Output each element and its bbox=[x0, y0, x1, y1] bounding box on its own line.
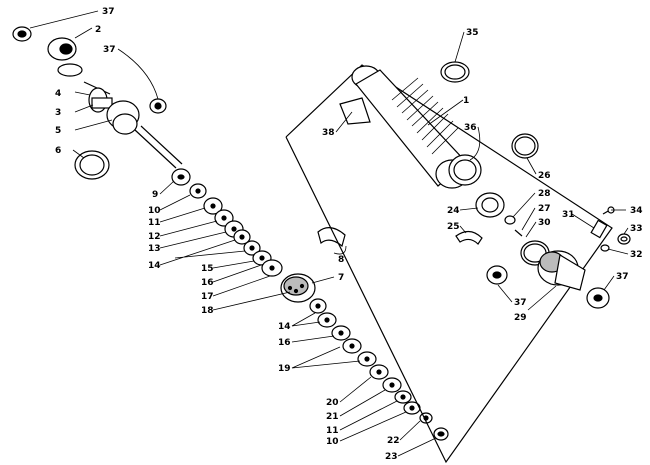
shock-body-assembly bbox=[285, 61, 631, 464]
label-37-d: 37 bbox=[616, 272, 629, 282]
label-9: 9 bbox=[152, 190, 158, 200]
label-27: 27 bbox=[538, 204, 551, 214]
label-37-a: 37 bbox=[102, 7, 115, 17]
washer-stack-upper bbox=[189, 183, 283, 277]
part-25-snap-ring bbox=[455, 230, 483, 245]
assembly-bracket-line bbox=[285, 64, 613, 464]
part-5-rod-body bbox=[106, 100, 140, 135]
label-24: 24 bbox=[447, 206, 460, 216]
label-10: 10 bbox=[148, 206, 161, 216]
part-26-o-ring bbox=[511, 133, 539, 159]
part-8-piston-ring bbox=[317, 227, 346, 248]
label-25: 25 bbox=[447, 222, 460, 232]
label-5: 5 bbox=[55, 126, 61, 136]
label-13: 13 bbox=[148, 244, 161, 254]
label-11: 11 bbox=[148, 218, 161, 228]
label-32: 32 bbox=[630, 250, 643, 260]
label-34: 34 bbox=[630, 206, 643, 216]
part-36-seal bbox=[448, 154, 482, 186]
part-38-decal bbox=[339, 97, 371, 125]
label-14-b: 14 bbox=[278, 322, 291, 332]
piston-shaft bbox=[134, 125, 183, 169]
label-16-a: 16 bbox=[201, 278, 214, 288]
label-18: 18 bbox=[201, 306, 214, 316]
part-1-shock-body bbox=[351, 65, 469, 189]
part-32-washer bbox=[600, 244, 610, 252]
label-35: 35 bbox=[466, 28, 479, 38]
label-4: 4 bbox=[55, 89, 61, 99]
label-26: 26 bbox=[538, 171, 551, 181]
part-labels: 37 2 37 4 3 5 6 9 10 11 12 13 14 15 16 1… bbox=[55, 7, 643, 462]
part-37-bushing-lower-right bbox=[586, 287, 610, 309]
label-23: 23 bbox=[385, 452, 398, 462]
part-27-screw bbox=[514, 229, 523, 237]
label-3: 3 bbox=[55, 108, 61, 118]
label-31: 31 bbox=[562, 210, 575, 220]
label-1: 1 bbox=[463, 96, 469, 106]
label-14-a: 14 bbox=[148, 261, 161, 271]
label-37-b: 37 bbox=[103, 45, 116, 55]
label-29: 29 bbox=[514, 313, 527, 323]
label-6: 6 bbox=[55, 146, 61, 156]
part-7-piston bbox=[280, 273, 316, 303]
label-7: 7 bbox=[338, 273, 344, 283]
label-37-c: 37 bbox=[514, 298, 527, 308]
rod-end-assembly bbox=[12, 26, 449, 441]
label-8: 8 bbox=[338, 255, 344, 265]
part-29-end-cap bbox=[537, 250, 586, 291]
part-33-o-ring bbox=[617, 233, 631, 245]
label-38: 38 bbox=[322, 128, 335, 138]
label-30: 30 bbox=[538, 218, 551, 228]
label-36: 36 bbox=[464, 123, 477, 133]
label-28: 28 bbox=[538, 189, 551, 199]
label-12: 12 bbox=[148, 232, 161, 242]
part-35-o-ring bbox=[440, 61, 470, 83]
leader-lines bbox=[29, 10, 629, 457]
part-28-small-ring bbox=[504, 215, 516, 225]
washer-stack-lower bbox=[309, 298, 449, 441]
part-37-bushing-mid bbox=[149, 98, 167, 114]
part-24-bearing bbox=[475, 192, 505, 218]
label-16-b: 16 bbox=[278, 338, 291, 348]
part-2-rod-end bbox=[47, 37, 83, 77]
label-10-b: 10 bbox=[326, 437, 339, 447]
part-37-bushing-top-left bbox=[12, 26, 32, 42]
label-22: 22 bbox=[387, 436, 400, 446]
label-20: 20 bbox=[326, 398, 339, 408]
label-11-b: 11 bbox=[326, 426, 339, 436]
label-15: 15 bbox=[201, 264, 214, 274]
part-9-nut bbox=[171, 168, 191, 186]
label-19: 19 bbox=[278, 364, 291, 374]
part-37-bushing-lower-left bbox=[486, 265, 508, 285]
label-2: 2 bbox=[95, 25, 101, 35]
label-33: 33 bbox=[630, 224, 643, 234]
label-17: 17 bbox=[201, 292, 214, 302]
label-21: 21 bbox=[326, 412, 339, 422]
part-4-stud bbox=[83, 81, 113, 113]
